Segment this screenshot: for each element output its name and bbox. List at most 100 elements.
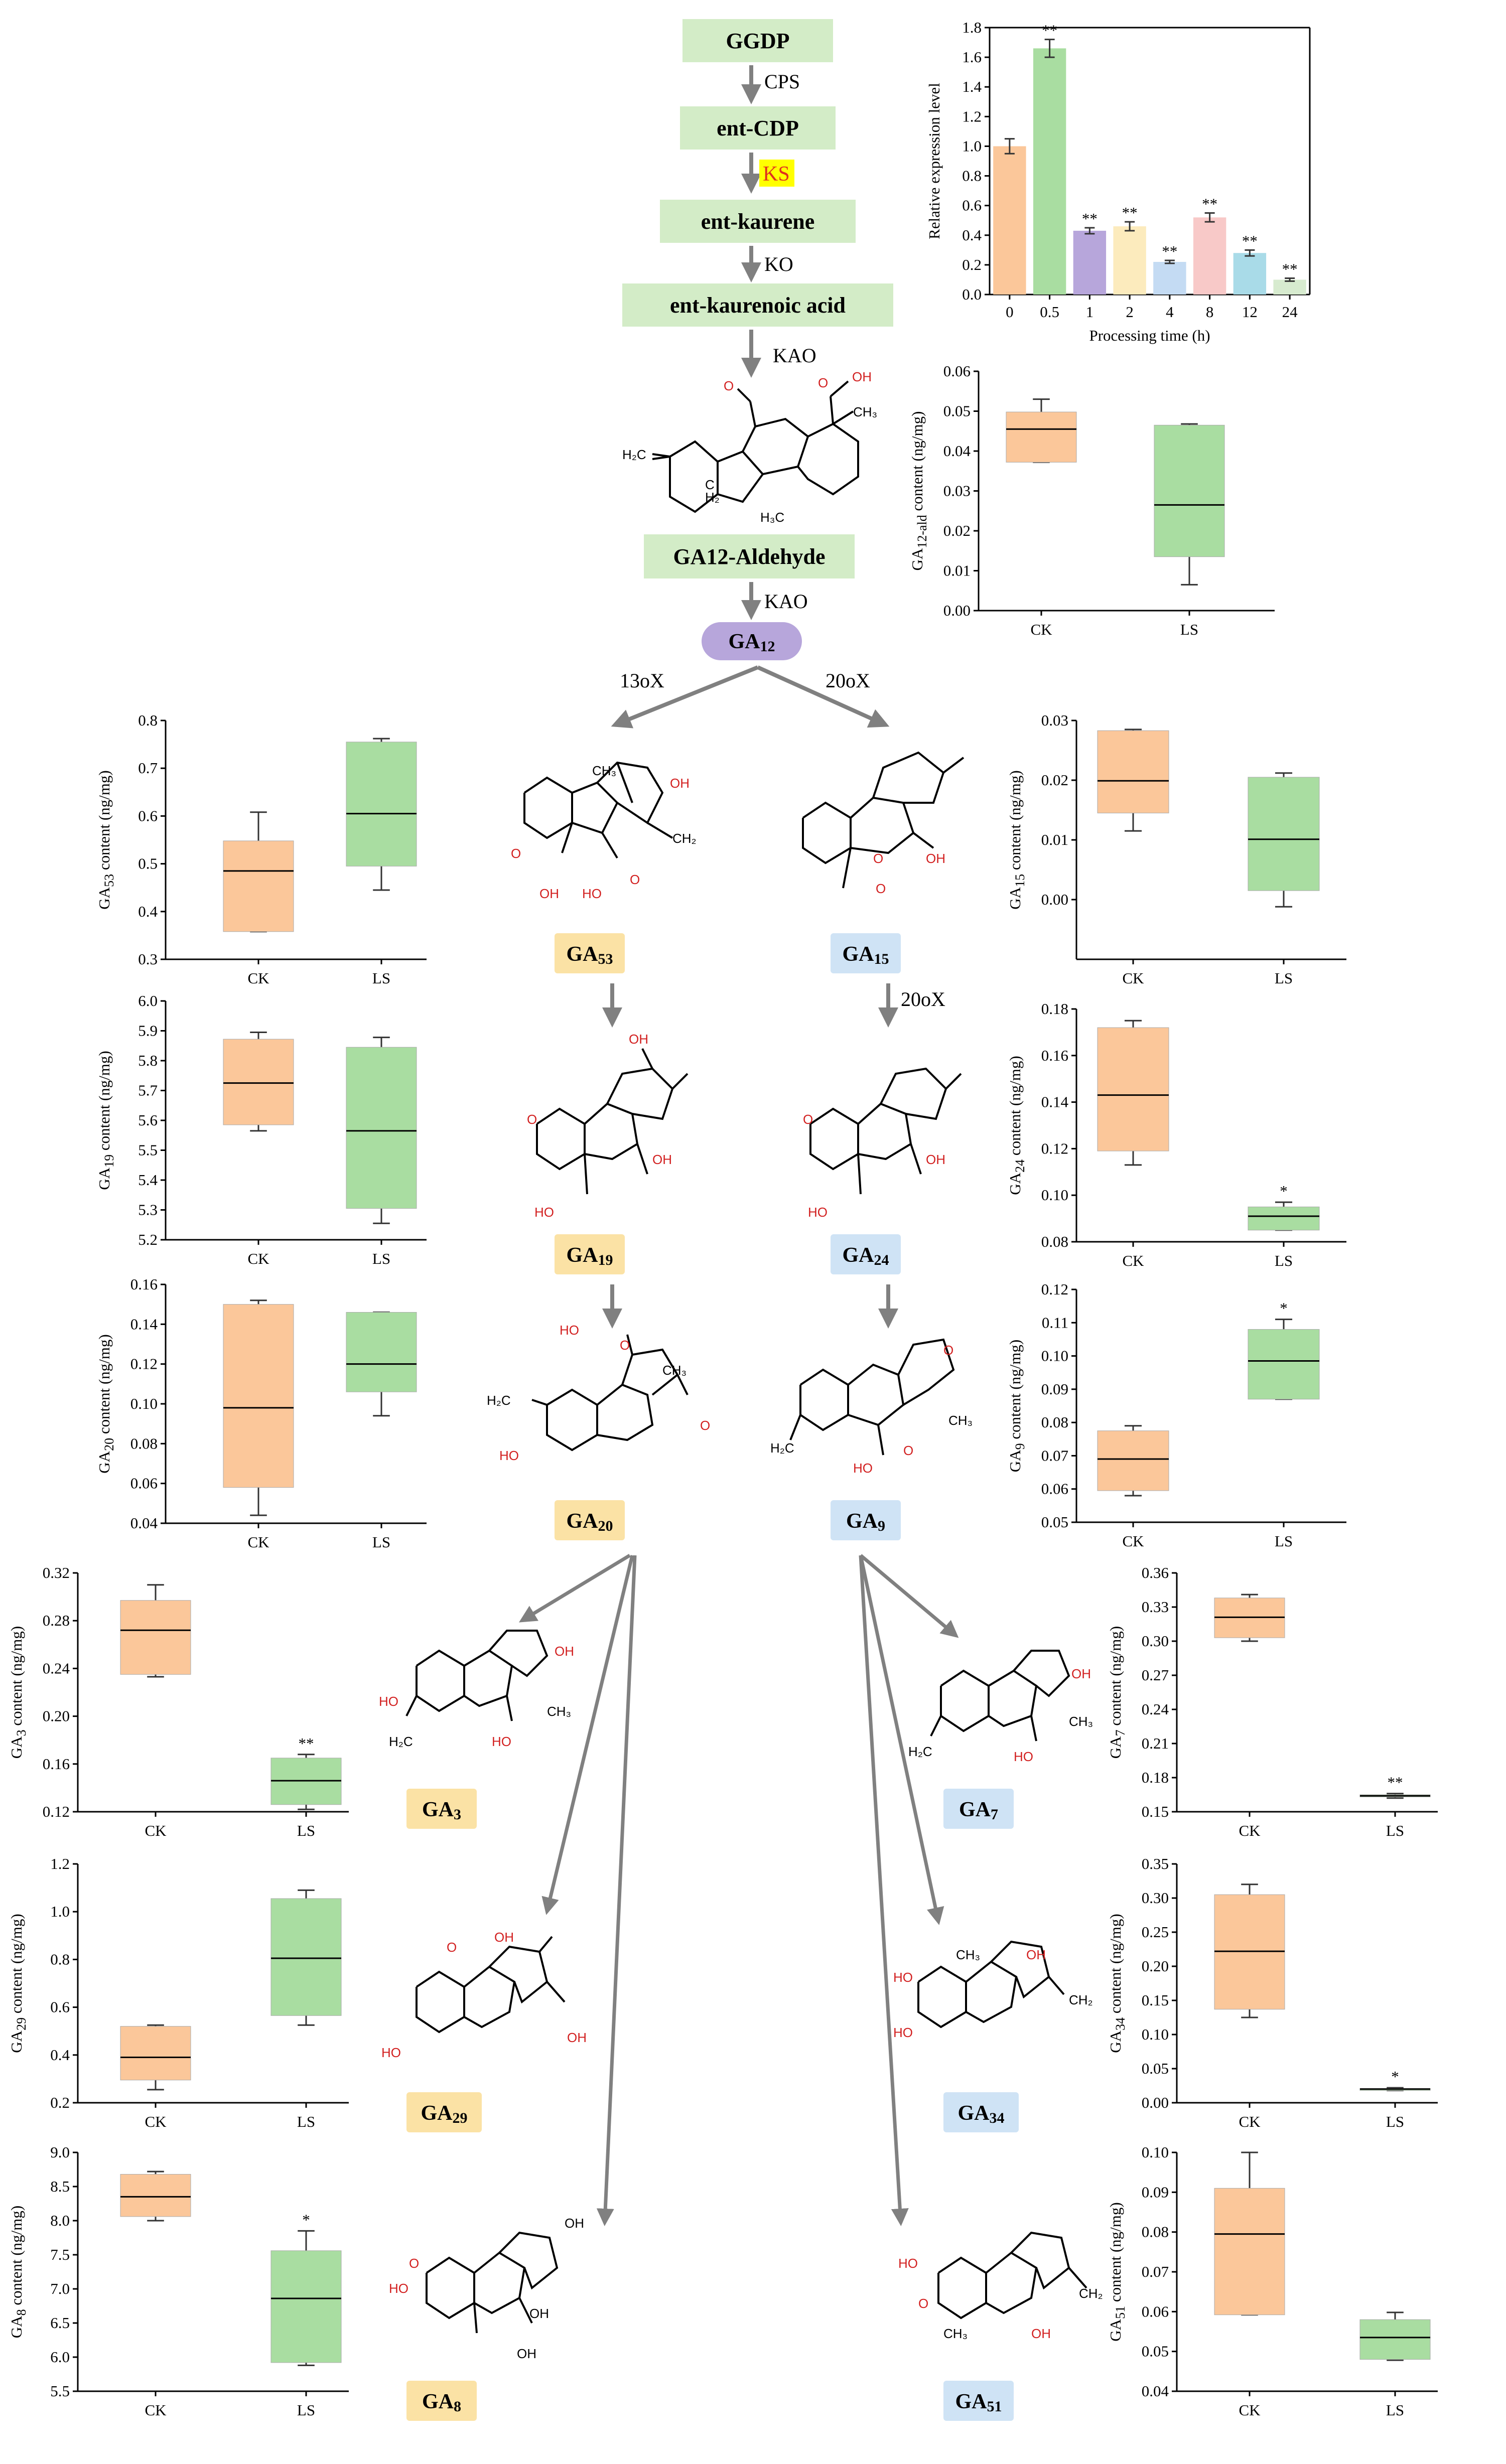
atom-oh: OH <box>852 369 872 384</box>
box-ck <box>223 840 294 932</box>
x-tick-label: LS <box>297 2113 315 2130</box>
y-tick-label: 0.35 <box>1142 1855 1169 1872</box>
y-tick-label: 0.09 <box>1041 1380 1068 1398</box>
significance-label: * <box>1391 2068 1399 2085</box>
ga24-o: O <box>803 1112 813 1127</box>
node-ga29: GA29 <box>421 2102 468 2126</box>
y-tick-label: 5.5 <box>138 1141 158 1159</box>
y-tick-label: 0.30 <box>1142 1889 1169 1907</box>
x-tick-label: LS <box>1275 1252 1293 1269</box>
x-tick-label: LS <box>1275 969 1293 987</box>
ga19-o: O <box>527 1112 537 1127</box>
y-tick-label: 0.15 <box>1142 1991 1169 2009</box>
x-axis-label: Processing time (h) <box>1089 327 1210 344</box>
structure-ga29 <box>416 1936 566 2034</box>
y-tick-label: 0.24 <box>43 1659 70 1677</box>
box-ls <box>346 742 417 866</box>
ga20-o-2: O <box>700 1418 710 1433</box>
y-tick-label: 0.12 <box>43 1803 70 1820</box>
structure-ga53 <box>523 761 673 859</box>
ga3-h2c: H₂C <box>389 1734 413 1749</box>
ga12-aldehyde-structure <box>652 380 859 513</box>
ga20-h2c: H₂C <box>487 1393 511 1408</box>
box-ck <box>1097 1430 1169 1491</box>
y-tick-label: 0.4 <box>50 2046 70 2064</box>
y-axis-label-part: GA <box>8 2030 25 2053</box>
y-tick-label: 0.07 <box>1142 2263 1169 2280</box>
y-tick-label: 0.16 <box>43 1755 70 1773</box>
y-tick-label: 5.5 <box>50 2382 70 2400</box>
y-axis-label: GA7 content (ng/mg) <box>1107 1626 1128 1759</box>
x-tick-label: CK <box>1122 1532 1144 1550</box>
y-axis-label: GA53 content (ng/mg) <box>95 770 116 909</box>
x-tick-label: CK <box>1239 2401 1261 2419</box>
x-tick-label: CK <box>247 1250 269 1267</box>
arrow-20ox <box>757 665 890 728</box>
x-tick-label: 4 <box>1166 303 1174 321</box>
x-tick-label: CK <box>145 2113 167 2130</box>
y-axis-label-part: content (ng/mg) <box>95 1334 113 1438</box>
y-tick-label: 8.5 <box>50 2178 70 2195</box>
bar <box>1273 279 1306 295</box>
y-tick-label: 0.0 <box>962 285 982 303</box>
node-ggdp-box <box>682 19 833 62</box>
structure-ga34 <box>917 1940 1065 2028</box>
chart-ga34: 0.000.050.100.150.200.250.300.35CK*LSGA3… <box>1107 1855 1438 2130</box>
chart-ga7: 0.150.180.210.240.270.300.330.36CK**LSGA… <box>1107 1564 1438 1839</box>
y-axis-label-part: 7 <box>1113 1729 1128 1736</box>
y-axis-label: GA34 content (ng/mg) <box>1107 1914 1128 2053</box>
node-ga19-box <box>555 1234 625 1274</box>
ga8-oh: OH <box>565 2216 584 2231</box>
atom-h2: H₂ <box>705 490 720 505</box>
y-axis-label-part: content (ng/mg) <box>1006 1056 1024 1159</box>
chart-ga9: 0.050.060.070.080.090.100.110.12CK*LSGA9… <box>1006 1280 1346 1550</box>
y-tick-label: 0.25 <box>1142 1923 1169 1941</box>
y-tick-label: 0.04 <box>130 1514 158 1532</box>
box-ck <box>120 1600 191 1675</box>
box-ck <box>120 2026 191 2081</box>
y-tick-label: 0.08 <box>1142 2223 1169 2241</box>
structure-ga20 <box>531 1334 689 1452</box>
bar <box>1113 226 1146 295</box>
ga53-ch2: CH₂ <box>672 831 697 846</box>
node-ga7: GA7 <box>959 1798 998 1823</box>
significance-label: * <box>1280 1299 1288 1317</box>
node-ent-kaurene: ent-kaurene <box>701 209 815 234</box>
y-tick-label: 0.05 <box>1142 2343 1169 2360</box>
x-tick-label: CK <box>1239 1822 1261 1839</box>
node-ga9: GA9 <box>846 1510 885 1534</box>
y-axis-label: GA15 content (ng/mg) <box>1006 770 1027 909</box>
node-ent-cdp-box <box>680 106 836 150</box>
ga15-o-2: O <box>876 881 886 896</box>
y-tick-label: 0.32 <box>43 1564 70 1581</box>
y-tick-label: 0.01 <box>1041 831 1068 848</box>
y-axis-label-part: GA <box>95 1451 113 1473</box>
box-ck <box>223 1304 294 1488</box>
y-axis-label-part: content (ng/mg) <box>908 411 926 515</box>
y-tick-label: 0.14 <box>1041 1093 1069 1111</box>
y-axis-label-part: content (ng/mg) <box>95 1051 113 1154</box>
y-tick-label: 0.21 <box>1142 1734 1169 1752</box>
ga7-oh: OH <box>1071 1666 1091 1681</box>
y-axis-label-part: content (ng/mg) <box>1006 1340 1024 1443</box>
ga34-ch2: CH₂ <box>1069 1992 1093 2007</box>
y-tick-label: 1.0 <box>50 1903 70 1920</box>
box-ls <box>1359 2319 1431 2360</box>
y-tick-label: 0.18 <box>1041 1000 1068 1018</box>
y-tick-label: 0.4 <box>962 226 982 244</box>
y-axis-label-part: 20 <box>102 1438 116 1451</box>
node-ga15-box <box>831 933 901 973</box>
y-axis-label-part: GA <box>1107 1736 1124 1759</box>
box-ck <box>1006 411 1077 463</box>
significance-label: ** <box>1162 242 1177 260</box>
y-axis-label: GA19 content (ng/mg) <box>95 1051 116 1190</box>
node-ga8-box <box>406 2381 477 2421</box>
y-tick-label: 0.15 <box>1142 1803 1169 1820</box>
atom-h2c: H₂C <box>622 447 646 462</box>
node-ga29-box <box>406 2092 482 2132</box>
y-tick-label: 1.4 <box>962 78 982 95</box>
